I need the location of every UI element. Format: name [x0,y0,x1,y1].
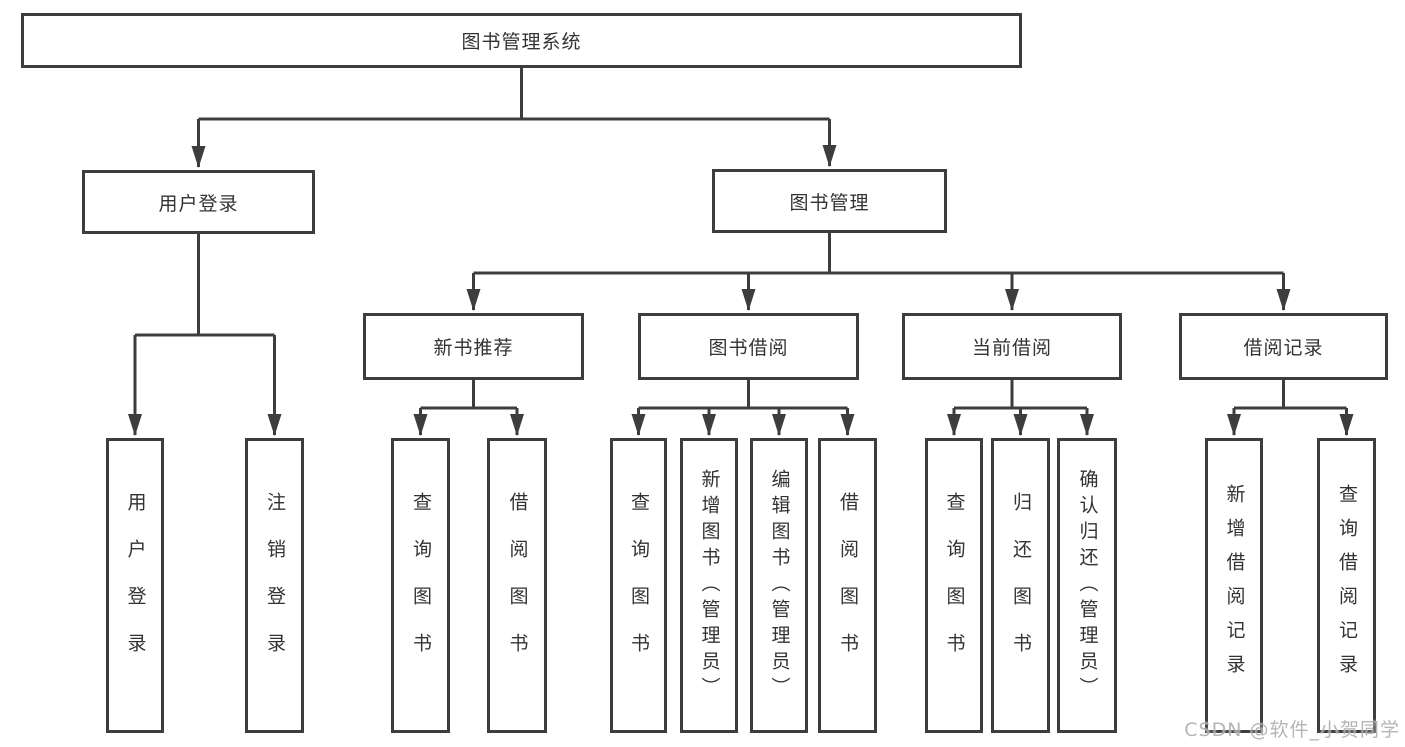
leaf-label: 查询图书 [410,491,432,680]
leaf-label: 用户登录 [124,491,147,680]
node-current-borrowing: 当前借阅 [902,313,1122,380]
leaf-query-books-recommend: 查询图书 [391,438,450,733]
csdn-watermark: CSDN @软件_小贺同学 [1184,719,1400,741]
leaf-label: 归还图书 [1010,491,1032,680]
leaf-label: 确认归还（管理员） [1076,468,1099,703]
node-label: 借阅记录 [1243,337,1324,359]
node-label: 当前借阅 [971,337,1052,359]
node-borrowing-records: 借阅记录 [1179,313,1388,380]
leaf-return-books: 归还图书 [991,438,1050,733]
leaf-add-borrow-record: 新增借阅记录 [1205,438,1263,733]
leaf-query-books-borrowing: 查询图书 [610,438,667,733]
node-label: 图书管理系统 [461,31,582,53]
node-label: 图书管理 [789,191,870,214]
leaf-label: 借阅图书 [837,491,859,680]
leaf-user-login: 用户登录 [106,438,164,733]
node-label: 图书借阅 [708,337,789,359]
leaf-label: 借阅图书 [506,491,529,680]
node-label: 新书推荐 [433,337,514,359]
leaf-add-books-admin: 新增图书（管理员） [680,438,738,733]
node-new-book-recommend: 新书推荐 [363,313,584,380]
leaf-query-borrow-record: 查询借阅记录 [1317,438,1376,733]
node-book-borrowing: 图书借阅 [638,313,859,380]
leaf-label: 查询图书 [628,491,650,680]
leaf-label: 注销登录 [264,491,286,680]
edge-group [128,68,1354,436]
leaf-borrow-books-borrowing: 借阅图书 [818,438,877,733]
leaf-logout: 注销登录 [245,438,304,733]
leaf-edit-books-admin: 编辑图书（管理员） [750,438,808,733]
leaf-borrow-books-recommend: 借阅图书 [487,438,547,733]
node-library-management-system: 图书管理系统 [21,13,1022,68]
node-label: 用户登录 [158,192,239,215]
leaf-label: 编辑图书（管理员） [768,468,791,703]
node-user-login: 用户登录 [82,170,315,234]
leaf-confirm-return-admin: 确认归还（管理员） [1057,438,1117,733]
node-book-management: 图书管理 [712,169,947,233]
leaf-label: 新增图书（管理员） [698,468,721,703]
leaf-label: 新增借阅记录 [1223,483,1246,688]
leaf-query-books-current: 查询图书 [925,438,983,733]
leaf-label: 查询借阅记录 [1336,483,1358,688]
leaf-label: 查询图书 [943,491,966,680]
